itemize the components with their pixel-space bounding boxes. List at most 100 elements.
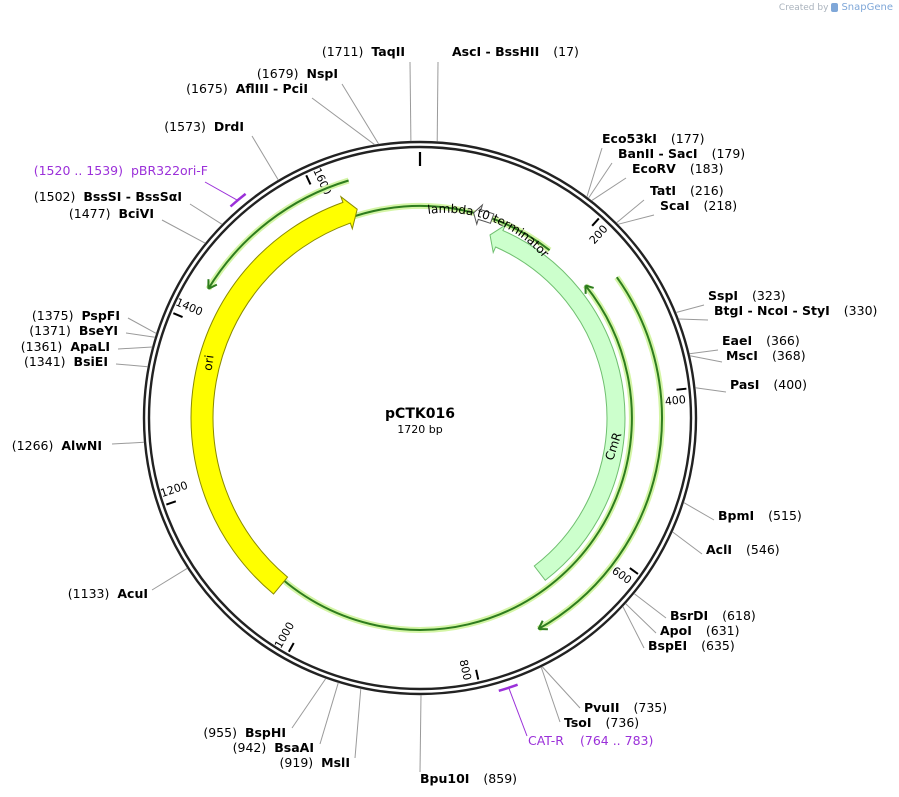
primer-name: CAT-R bbox=[528, 733, 564, 748]
site-name: MslI bbox=[321, 755, 350, 770]
site-leader bbox=[689, 355, 723, 363]
site-position: (631) bbox=[706, 623, 740, 638]
site-label: (1573)DrdI bbox=[164, 119, 244, 134]
site-label: BanII - SacI(179) bbox=[618, 146, 745, 161]
site-label: ApoI (631) bbox=[660, 623, 740, 638]
site-label: BspEI (635) bbox=[648, 638, 735, 653]
site-leader bbox=[622, 606, 645, 649]
site-leader bbox=[419, 694, 422, 773]
primer-name: pBR322ori-F bbox=[131, 163, 208, 178]
site-label: BsrDI(618) bbox=[670, 608, 756, 623]
site-name: AcuI bbox=[117, 586, 148, 601]
site-position: (177) bbox=[671, 131, 705, 146]
site-position: (1573) bbox=[164, 119, 206, 134]
site-position: (955) bbox=[203, 725, 237, 740]
site-position: (1266) bbox=[12, 438, 54, 453]
site-position: (1477) bbox=[69, 206, 111, 221]
site-leader bbox=[586, 147, 603, 198]
site-position: (859) bbox=[483, 771, 517, 786]
site-name: BsaAI bbox=[274, 740, 314, 755]
site-position: (942) bbox=[233, 740, 267, 755]
site-name: TaqII bbox=[371, 44, 405, 59]
feature-label-ori: ori bbox=[201, 354, 217, 371]
site-leader bbox=[541, 666, 581, 709]
site-name: ScaI bbox=[660, 198, 690, 213]
site-leader bbox=[683, 502, 715, 521]
site-leader bbox=[251, 135, 279, 181]
site-name: BtgI - NcoI - StyI bbox=[714, 303, 830, 318]
site-label: (1133)AcuI bbox=[68, 586, 148, 601]
site-name: BsrDI bbox=[670, 608, 708, 623]
site-label: (919)MslI bbox=[280, 755, 350, 770]
primer-leader bbox=[204, 181, 238, 201]
feature-terminator bbox=[473, 203, 495, 226]
tick-mark bbox=[591, 217, 600, 227]
site-label: AclI(546) bbox=[706, 542, 780, 557]
site-position: (400) bbox=[773, 377, 807, 392]
site-name: BseYI bbox=[79, 323, 118, 338]
site-leader bbox=[151, 567, 188, 591]
primer-label: (1520 .. 1539)pBR322ori-F bbox=[34, 163, 208, 178]
site-position: (515) bbox=[768, 508, 802, 523]
site-name: AscI - BssHII bbox=[452, 44, 539, 59]
site-label: BpmI (515) bbox=[718, 508, 802, 523]
site-leader bbox=[291, 678, 327, 729]
site-name: PasI bbox=[730, 377, 759, 392]
tick-mark bbox=[676, 387, 687, 391]
site-label: (1266) AlwNI bbox=[12, 438, 102, 453]
site-leader bbox=[633, 593, 667, 619]
site-label: (1341)BsiEI bbox=[24, 354, 108, 369]
tick-label: 1200 bbox=[159, 479, 190, 500]
site-name: AlwNI bbox=[61, 438, 102, 453]
site-label: (1375)PspFI bbox=[32, 308, 120, 323]
site-leader bbox=[311, 97, 375, 146]
site-label: (1502)BssSI - BssSαI bbox=[34, 189, 182, 204]
snapgene-credit: Created by SnapGene bbox=[779, 2, 893, 13]
site-label: MscI(368) bbox=[726, 348, 806, 363]
strand-arrowhead bbox=[537, 620, 548, 631]
site-name: MscI bbox=[726, 348, 758, 363]
primer-bar bbox=[229, 192, 247, 208]
plasmid-name: pCTK016 bbox=[385, 406, 455, 422]
site-position: (216) bbox=[690, 183, 724, 198]
site-label: Eco53kI (177) bbox=[602, 131, 705, 146]
site-label: ScaI (218) bbox=[660, 198, 737, 213]
site-name: BsiEI bbox=[74, 354, 108, 369]
site-position: (546) bbox=[746, 542, 780, 557]
strand-arc bbox=[537, 276, 663, 630]
backbone-outer-ring bbox=[142, 140, 698, 696]
site-leader bbox=[354, 688, 362, 759]
site-position: (323) bbox=[752, 288, 786, 303]
site-name: ApaLI bbox=[70, 339, 110, 354]
site-name: EaeI bbox=[722, 333, 752, 348]
tick-mark bbox=[287, 642, 295, 653]
site-label: (955) BspHI bbox=[203, 725, 286, 740]
site-position: (218) bbox=[704, 198, 738, 213]
site-name: Eco53kI bbox=[602, 131, 657, 146]
site-leader bbox=[689, 349, 719, 355]
backbone-inner-ring bbox=[147, 145, 693, 691]
site-name: PspFI bbox=[81, 308, 120, 323]
site-name: BpmI bbox=[718, 508, 754, 523]
site-leader bbox=[678, 318, 709, 321]
site-leader bbox=[672, 531, 703, 555]
site-leader bbox=[616, 199, 645, 224]
site-leader bbox=[540, 666, 561, 723]
site-position: (17) bbox=[553, 44, 579, 59]
site-name: BciVI bbox=[118, 206, 154, 221]
site-leader bbox=[675, 304, 705, 313]
site-name: BspEI bbox=[648, 638, 687, 653]
site-name: TsoI bbox=[564, 715, 592, 730]
tick-label: 400 bbox=[664, 393, 686, 408]
site-leader bbox=[617, 214, 655, 225]
tick-label: 800 bbox=[457, 658, 474, 681]
site-leader bbox=[189, 203, 223, 225]
backbone bbox=[142, 140, 698, 696]
site-label: BtgI - NcoI - StyI(330) bbox=[714, 303, 877, 318]
site-name: ApoI bbox=[660, 623, 692, 638]
site-name: EcoRV bbox=[632, 161, 676, 176]
site-position: (635) bbox=[701, 638, 735, 653]
site-label: (1711)TaqII bbox=[322, 44, 405, 59]
site-name: BspHI bbox=[245, 725, 286, 740]
